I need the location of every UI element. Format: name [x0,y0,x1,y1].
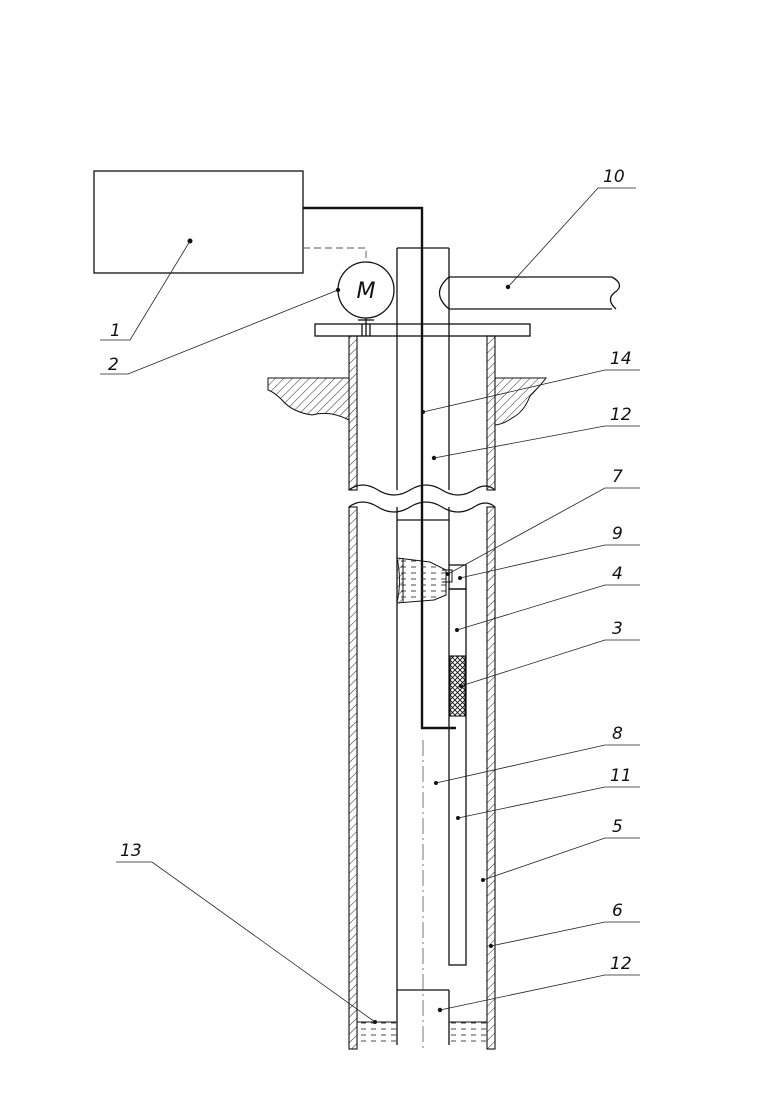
motor-letter: M [357,279,376,304]
sensor-housing [442,565,466,965]
callout-7: 7 [612,467,623,487]
outlet-pipe [440,277,620,309]
callout-5: 5 [612,817,623,837]
liquid-section [397,558,446,603]
motor: M [338,262,394,336]
callout-2: 2 [108,355,119,375]
callout-1: 1 [110,321,121,341]
motor-control-line [303,248,366,262]
ground-surface [268,378,546,425]
callout-14: 14 [610,349,632,369]
callout-3: 3 [612,619,623,639]
leader-lines [100,188,640,1024]
callout-11: 11 [610,766,632,786]
signal-cable [303,208,456,728]
callout-12-lower: 12 [610,954,632,974]
callout-9: 9 [612,524,623,544]
callout-6: 6 [612,901,623,921]
bottom-liquid [357,1022,487,1042]
control-unit [94,171,303,273]
callout-4: 4 [612,564,623,584]
callout-10: 10 [603,167,625,187]
callout-12-upper: 12 [610,405,632,425]
callout-8: 8 [612,724,623,744]
callout-13: 13 [120,841,142,861]
